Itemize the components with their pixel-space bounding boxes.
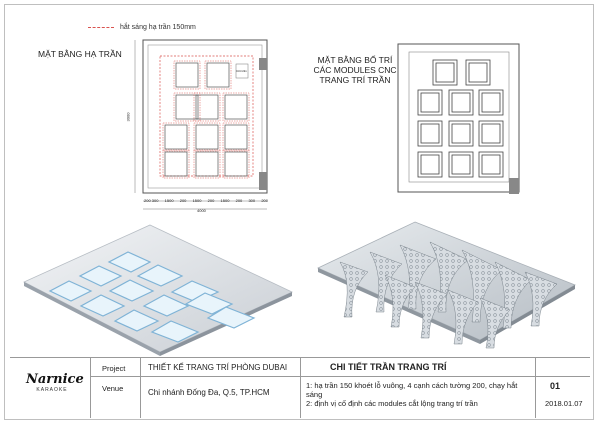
notes: 1: hạ trần 150 khoét lỗ vuông, 4 cạnh cá…: [306, 381, 531, 408]
dim-label: 300: [248, 198, 256, 203]
drawing-sheet: [4, 4, 594, 420]
divider: [140, 358, 141, 418]
dim-label: 200: [235, 198, 243, 203]
sheet-date: 2018.01.07: [545, 399, 583, 408]
dim-label: 200: [179, 198, 187, 203]
dim-total: 4000: [197, 208, 206, 213]
dims-bottom: 200 300 1500 200 1500 200 1500 200 300 2…: [144, 196, 268, 206]
plan-right-title-line: CÁC MODULES CNC: [313, 65, 397, 75]
logo-sub: KARAOKE: [36, 387, 68, 393]
venue-value: Chi nhánh Đống Đa, Q.5, TP.HCM: [148, 388, 270, 397]
dim-label: 1500: [220, 198, 230, 203]
plan-right-title: MẶT BẰNG BỐ TRÍ CÁC MODULES CNC TRANG TR…: [300, 55, 410, 85]
dim-label: 200: [207, 198, 215, 203]
legend-text: hắt sáng hạ trần 150mm: [120, 24, 196, 31]
dim-label: 1500: [192, 198, 202, 203]
project-value: THIẾT KẾ TRANG TRÍ PHÒNG DUBAI: [148, 363, 288, 372]
sheet-title: CHI TIẾT TRẦN TRANG TRÍ: [330, 362, 447, 372]
plan-right-title-line: MẶT BẰNG BỐ TRÍ: [317, 55, 393, 65]
venue-label: Venue: [102, 384, 124, 393]
dim-label: 1500: [164, 198, 174, 203]
divider: [90, 376, 590, 377]
divider: [535, 358, 536, 418]
project-label: Project: [102, 364, 126, 373]
note-line: 1: hạ trần 150 khoét lỗ vuông, 4 cạnh cá…: [306, 381, 518, 399]
divider: [300, 358, 301, 418]
dashed-line-swatch: [88, 26, 114, 28]
dim-label: 200 300: [144, 198, 159, 203]
sheet-number: 01: [550, 381, 561, 391]
plan-left-title: MẶT BẰNG HẠ TRẦN: [38, 49, 122, 59]
logo: Narnice KARAOKE: [26, 372, 84, 393]
dim-label: 200: [261, 198, 268, 203]
logo-mark: Narnice: [26, 372, 84, 387]
note-line: 2: định vị cố định các modules cắt lộng …: [306, 399, 478, 408]
plan-right-title-line: TRANG TRÍ TRẦN: [319, 75, 391, 85]
ceiling-note: Cốt trần: [236, 69, 247, 73]
legend: hắt sáng hạ trần 150mm: [88, 24, 196, 31]
divider: [90, 358, 91, 418]
title-block: Narnice KARAOKE Project THIẾT KẾ TRANG T…: [10, 357, 590, 418]
